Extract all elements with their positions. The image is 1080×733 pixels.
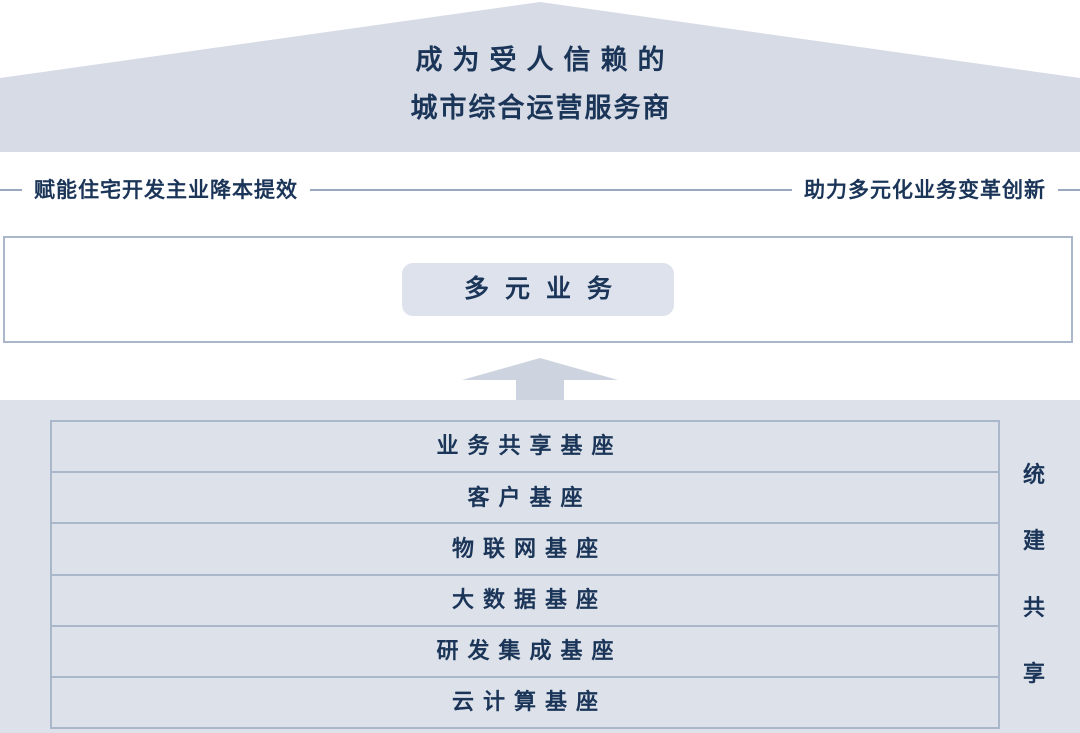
vision-title: 成为受人信赖的 城市综合运营服务商 (0, 36, 1080, 132)
list-item[interactable]: 物联网基座 (52, 524, 998, 576)
rule-right-cap (1058, 189, 1080, 191)
side-label-char: 统 (1022, 462, 1045, 488)
side-label-char: 享 (1022, 660, 1045, 686)
diverse-business-pill: 多元业务 (401, 262, 674, 317)
slogan-band: 赋能住宅开发主业降本提效 助力多元化业务变革创新 (0, 152, 1080, 228)
slogan-right: 助力多元化业务变革创新 (804, 178, 1046, 202)
foundation-section: 业务共享基座 客户基座 物联网基座 大数据基座 研发集成基座 云计算基座 统 建… (0, 400, 1080, 733)
list-item[interactable]: 研发集成基座 (52, 627, 998, 678)
list-item[interactable]: 业务共享基座 (52, 422, 998, 474)
roof-shape-icon (0, 2, 1080, 152)
side-label-char: 建 (1022, 528, 1045, 554)
list-item[interactable]: 大数据基座 (52, 576, 998, 627)
list-item[interactable]: 云计算基座 (451, 689, 607, 715)
rule-middle (310, 189, 792, 191)
rule-left-cap (0, 189, 22, 191)
up-arrow-icon (462, 358, 618, 400)
list-item[interactable]: 客户基座 (52, 473, 998, 525)
roof-section: 成为受人信赖的 城市综合运营服务商 (0, 0, 1080, 152)
arrow-section (0, 352, 1080, 400)
vision-title-line-1: 成为受人信赖的 (415, 45, 675, 75)
side-label-char: 共 (1022, 594, 1045, 620)
slogan-left: 赋能住宅开发主业降本提效 (34, 178, 298, 202)
vision-title-line-2: 城市综合运营服务商 (410, 93, 672, 123)
side-label-vertical: 统 建 共 享 (1014, 442, 1054, 707)
foundation-rows: 业务共享基座 客户基座 物联网基座 大数据基座 研发集成基座 云计算基座 (50, 420, 1000, 729)
diverse-business-box: 多元业务 (3, 236, 1073, 343)
